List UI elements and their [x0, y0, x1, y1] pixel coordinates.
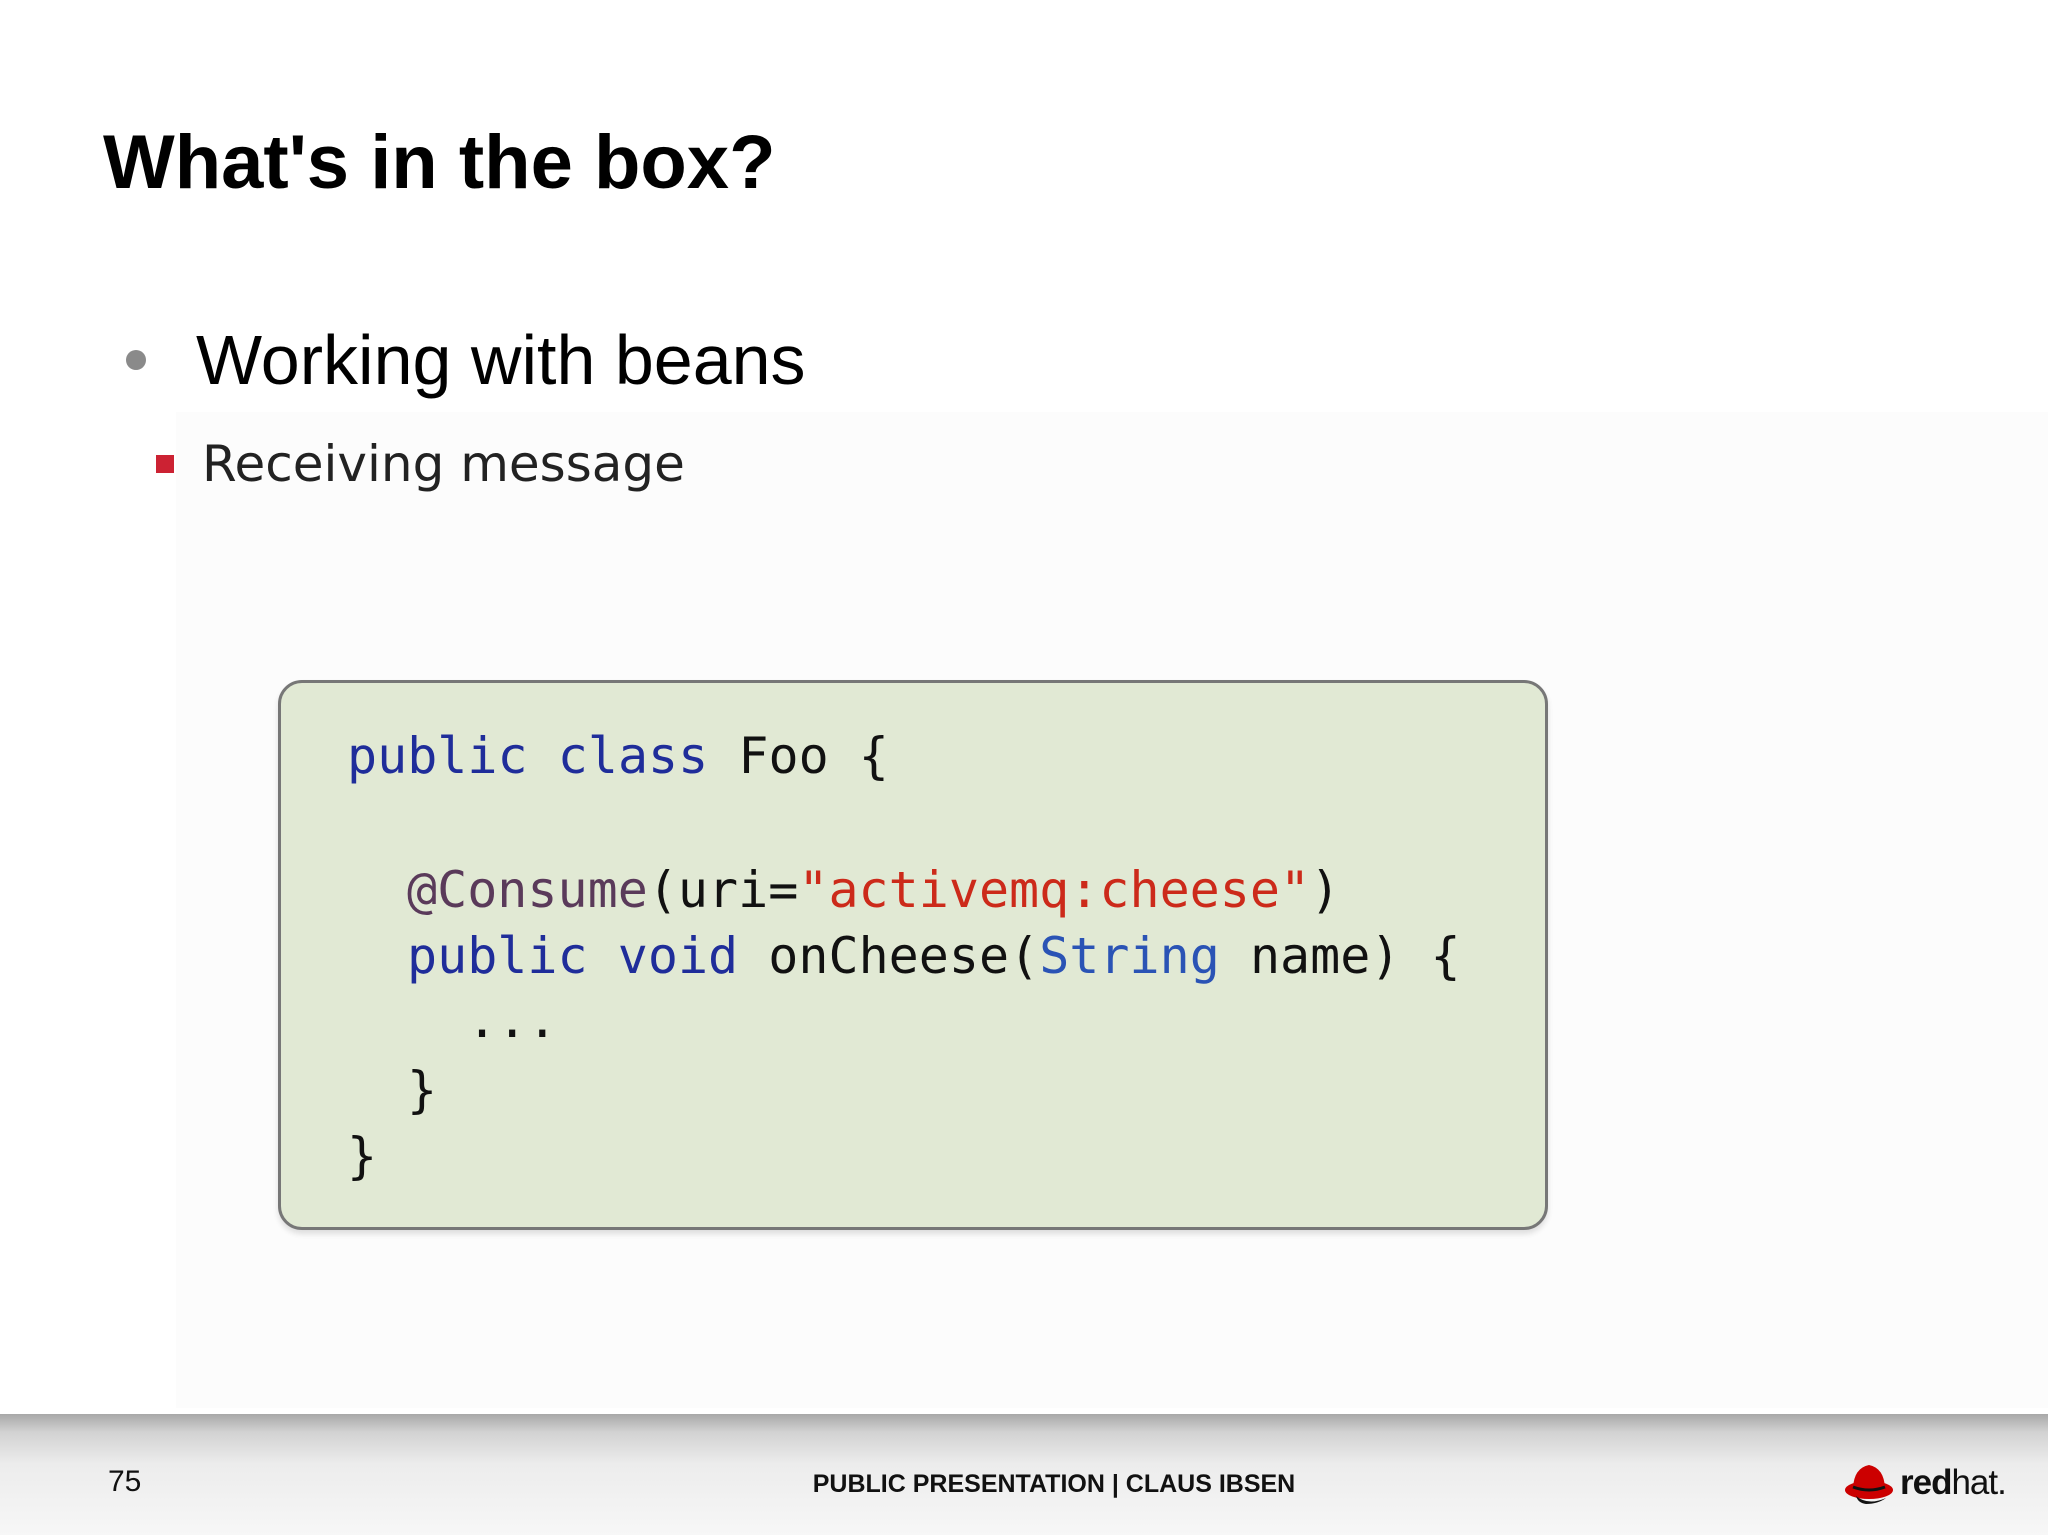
code-annotation: @Consume: [407, 861, 648, 919]
code-keyword: class: [557, 727, 709, 785]
code-block: public class Foo { @Consume(uri="activem…: [278, 680, 1548, 1230]
code-line-close-class: }: [347, 1127, 378, 1185]
code-line-ellipsis: ...: [467, 991, 558, 1049]
bullet-text: Working with beans: [196, 321, 806, 399]
code-keyword: public: [347, 727, 528, 785]
footer-presentation-label: PUBLIC PRESENTATION | CLAUS IBSEN: [812, 1470, 1296, 1498]
code-text: (uri=: [647, 861, 799, 919]
redhat-logo: redhat.: [1842, 1455, 2007, 1511]
code-string: "activemq:cheese": [798, 861, 1311, 919]
code-keyword: void: [617, 927, 739, 985]
code-line-close-method: }: [407, 1061, 438, 1119]
page-number: 75: [108, 1465, 142, 1498]
code-class-name: Foo: [738, 727, 829, 785]
code-type: String: [1039, 927, 1220, 985]
redhat-wordmark: redhat.: [1900, 1463, 2007, 1502]
bullet-working-with-beans: Working with beans: [126, 320, 806, 400]
redhat-shadowman-icon: [1842, 1458, 1896, 1508]
code-line-annotation: @Consume(uri="activemq:cheese"): [407, 857, 1340, 923]
sub-bullet-receiving-message: Receiving message: [156, 432, 685, 496]
code-brace: {: [858, 727, 889, 785]
footer-bar: [0, 1414, 2048, 1535]
code-text: name) {: [1249, 927, 1461, 985]
code-text: ): [1310, 861, 1341, 919]
bullet-square-icon: [156, 455, 174, 473]
sub-bullet-text: Receiving message: [202, 435, 685, 493]
code-line-class-decl: public class Foo {: [347, 723, 889, 789]
code-method-name: onCheese(: [768, 927, 1040, 985]
bullet-dot-icon: [126, 350, 146, 370]
code-line-method-decl: public void onCheese(String name) {: [407, 923, 1461, 989]
slide-title: What's in the box?: [103, 120, 776, 205]
code-keyword: public: [407, 927, 588, 985]
